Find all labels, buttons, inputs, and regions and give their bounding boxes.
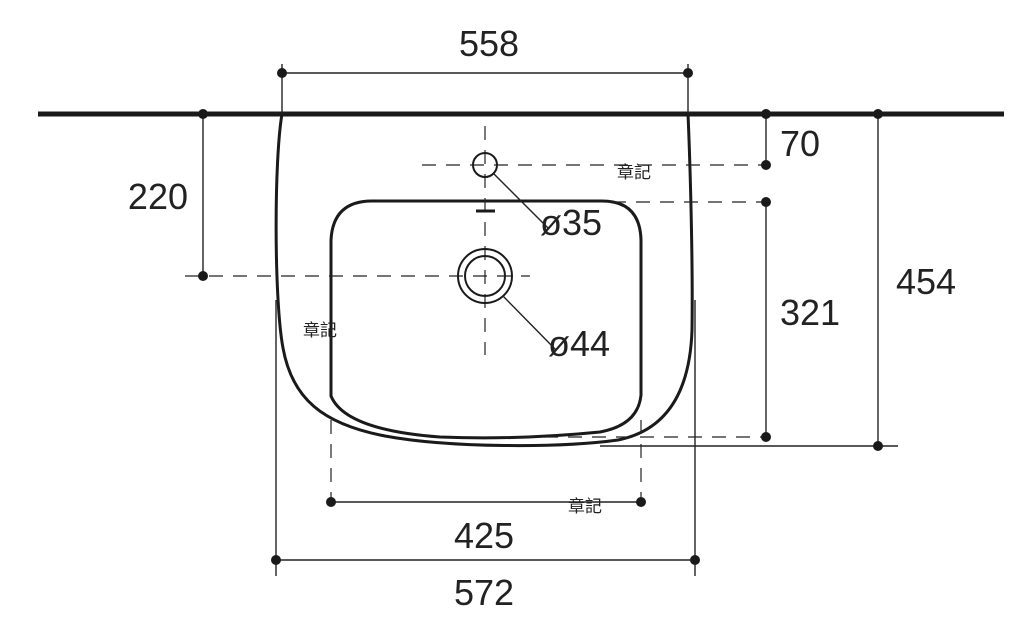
dim-425-label: 425: [454, 515, 514, 556]
dim-220-dot-top: [198, 109, 208, 119]
dim-425-dot-left: [326, 497, 336, 507]
note-mark-bottom: 章記: [568, 497, 602, 517]
dim-454-label: 454: [896, 261, 956, 302]
dim-454-dot-bottom: [873, 441, 883, 451]
note-mark-top: 章記: [617, 163, 651, 183]
dim-drain-label: ø44: [548, 323, 610, 364]
leader-tap-hole: [493, 173, 549, 229]
dim-220-dot-bottom: [198, 271, 208, 281]
dim-tap-hole-label: ø35: [540, 202, 602, 243]
dim-220-label: 220: [128, 176, 188, 217]
dim-321-dot-bottom: [761, 432, 771, 442]
dim-558-label: 558: [459, 23, 519, 64]
dim-321-dot-top: [761, 197, 771, 207]
dim-70-label: 70: [780, 123, 820, 164]
dim-454-dot-top: [873, 109, 883, 119]
dim-425-dot-right: [636, 497, 646, 507]
leader-drain: [502, 295, 557, 351]
dim-321-label: 321: [780, 292, 840, 333]
dim-70-dot-top: [761, 109, 771, 119]
dim-572-dot-left: [271, 555, 281, 565]
dim-558-dot-right: [683, 68, 693, 78]
dim-572-label: 572: [454, 572, 514, 613]
dim-558-dot-left: [277, 68, 287, 78]
dim-572-dot-right: [690, 555, 700, 565]
basin-outer-outline: [274, 113, 694, 448]
note-mark-left: 章記: [303, 321, 337, 341]
dim-70-dot-bottom: [761, 160, 771, 170]
basin-inner-bowl: [329, 199, 643, 440]
